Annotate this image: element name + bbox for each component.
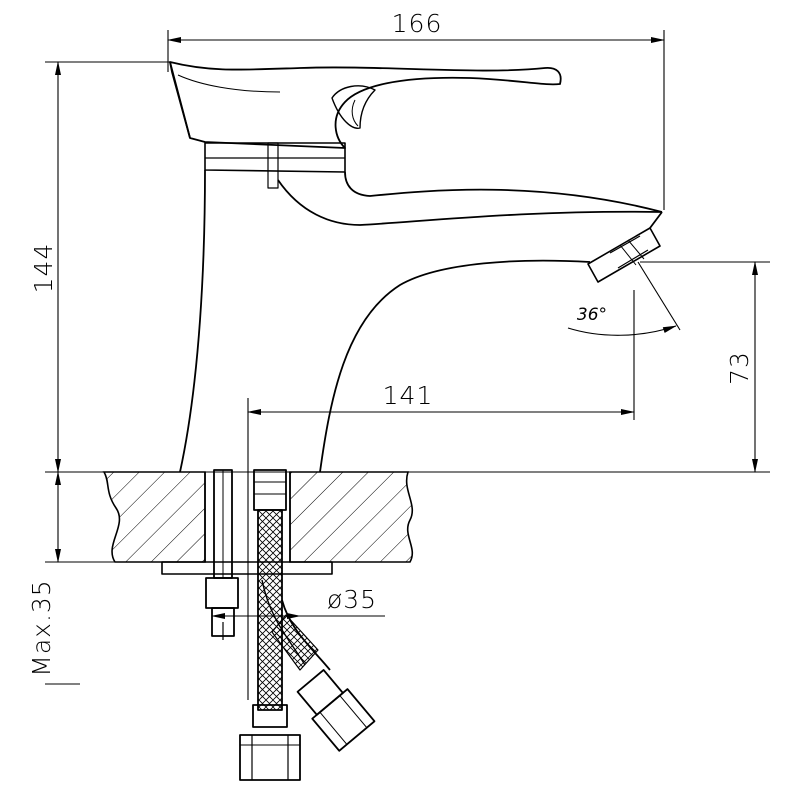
faucet-body [161, 61, 663, 781]
threaded-stud [205, 469, 239, 640]
label-dia35: ø35 [327, 585, 377, 614]
lever-handle [169, 61, 562, 149]
hose-straight [239, 469, 301, 781]
mounting-plate [161, 561, 333, 575]
lever-loop [331, 85, 376, 129]
countertop-right-slab [289, 471, 414, 563]
label-141: 141 [383, 381, 434, 410]
hose-bent [261, 579, 376, 752]
aerator [587, 227, 661, 283]
spout-top [277, 179, 663, 226]
label-166: 166 [392, 9, 443, 38]
label-36-deg: 36° [577, 305, 607, 325]
body-outline [179, 169, 591, 473]
dimension-lines [45, 30, 770, 700]
label-max35: Max.35 [27, 579, 56, 676]
dim-arc-36 [567, 325, 677, 336]
countertop-left-slab [102, 471, 206, 563]
dimension-labels: 166 144 141 73 36° ø35 Max.35 [27, 9, 754, 677]
label-144: 144 [29, 243, 58, 294]
countertop-section [102, 471, 414, 563]
label-73: 73 [725, 351, 754, 385]
